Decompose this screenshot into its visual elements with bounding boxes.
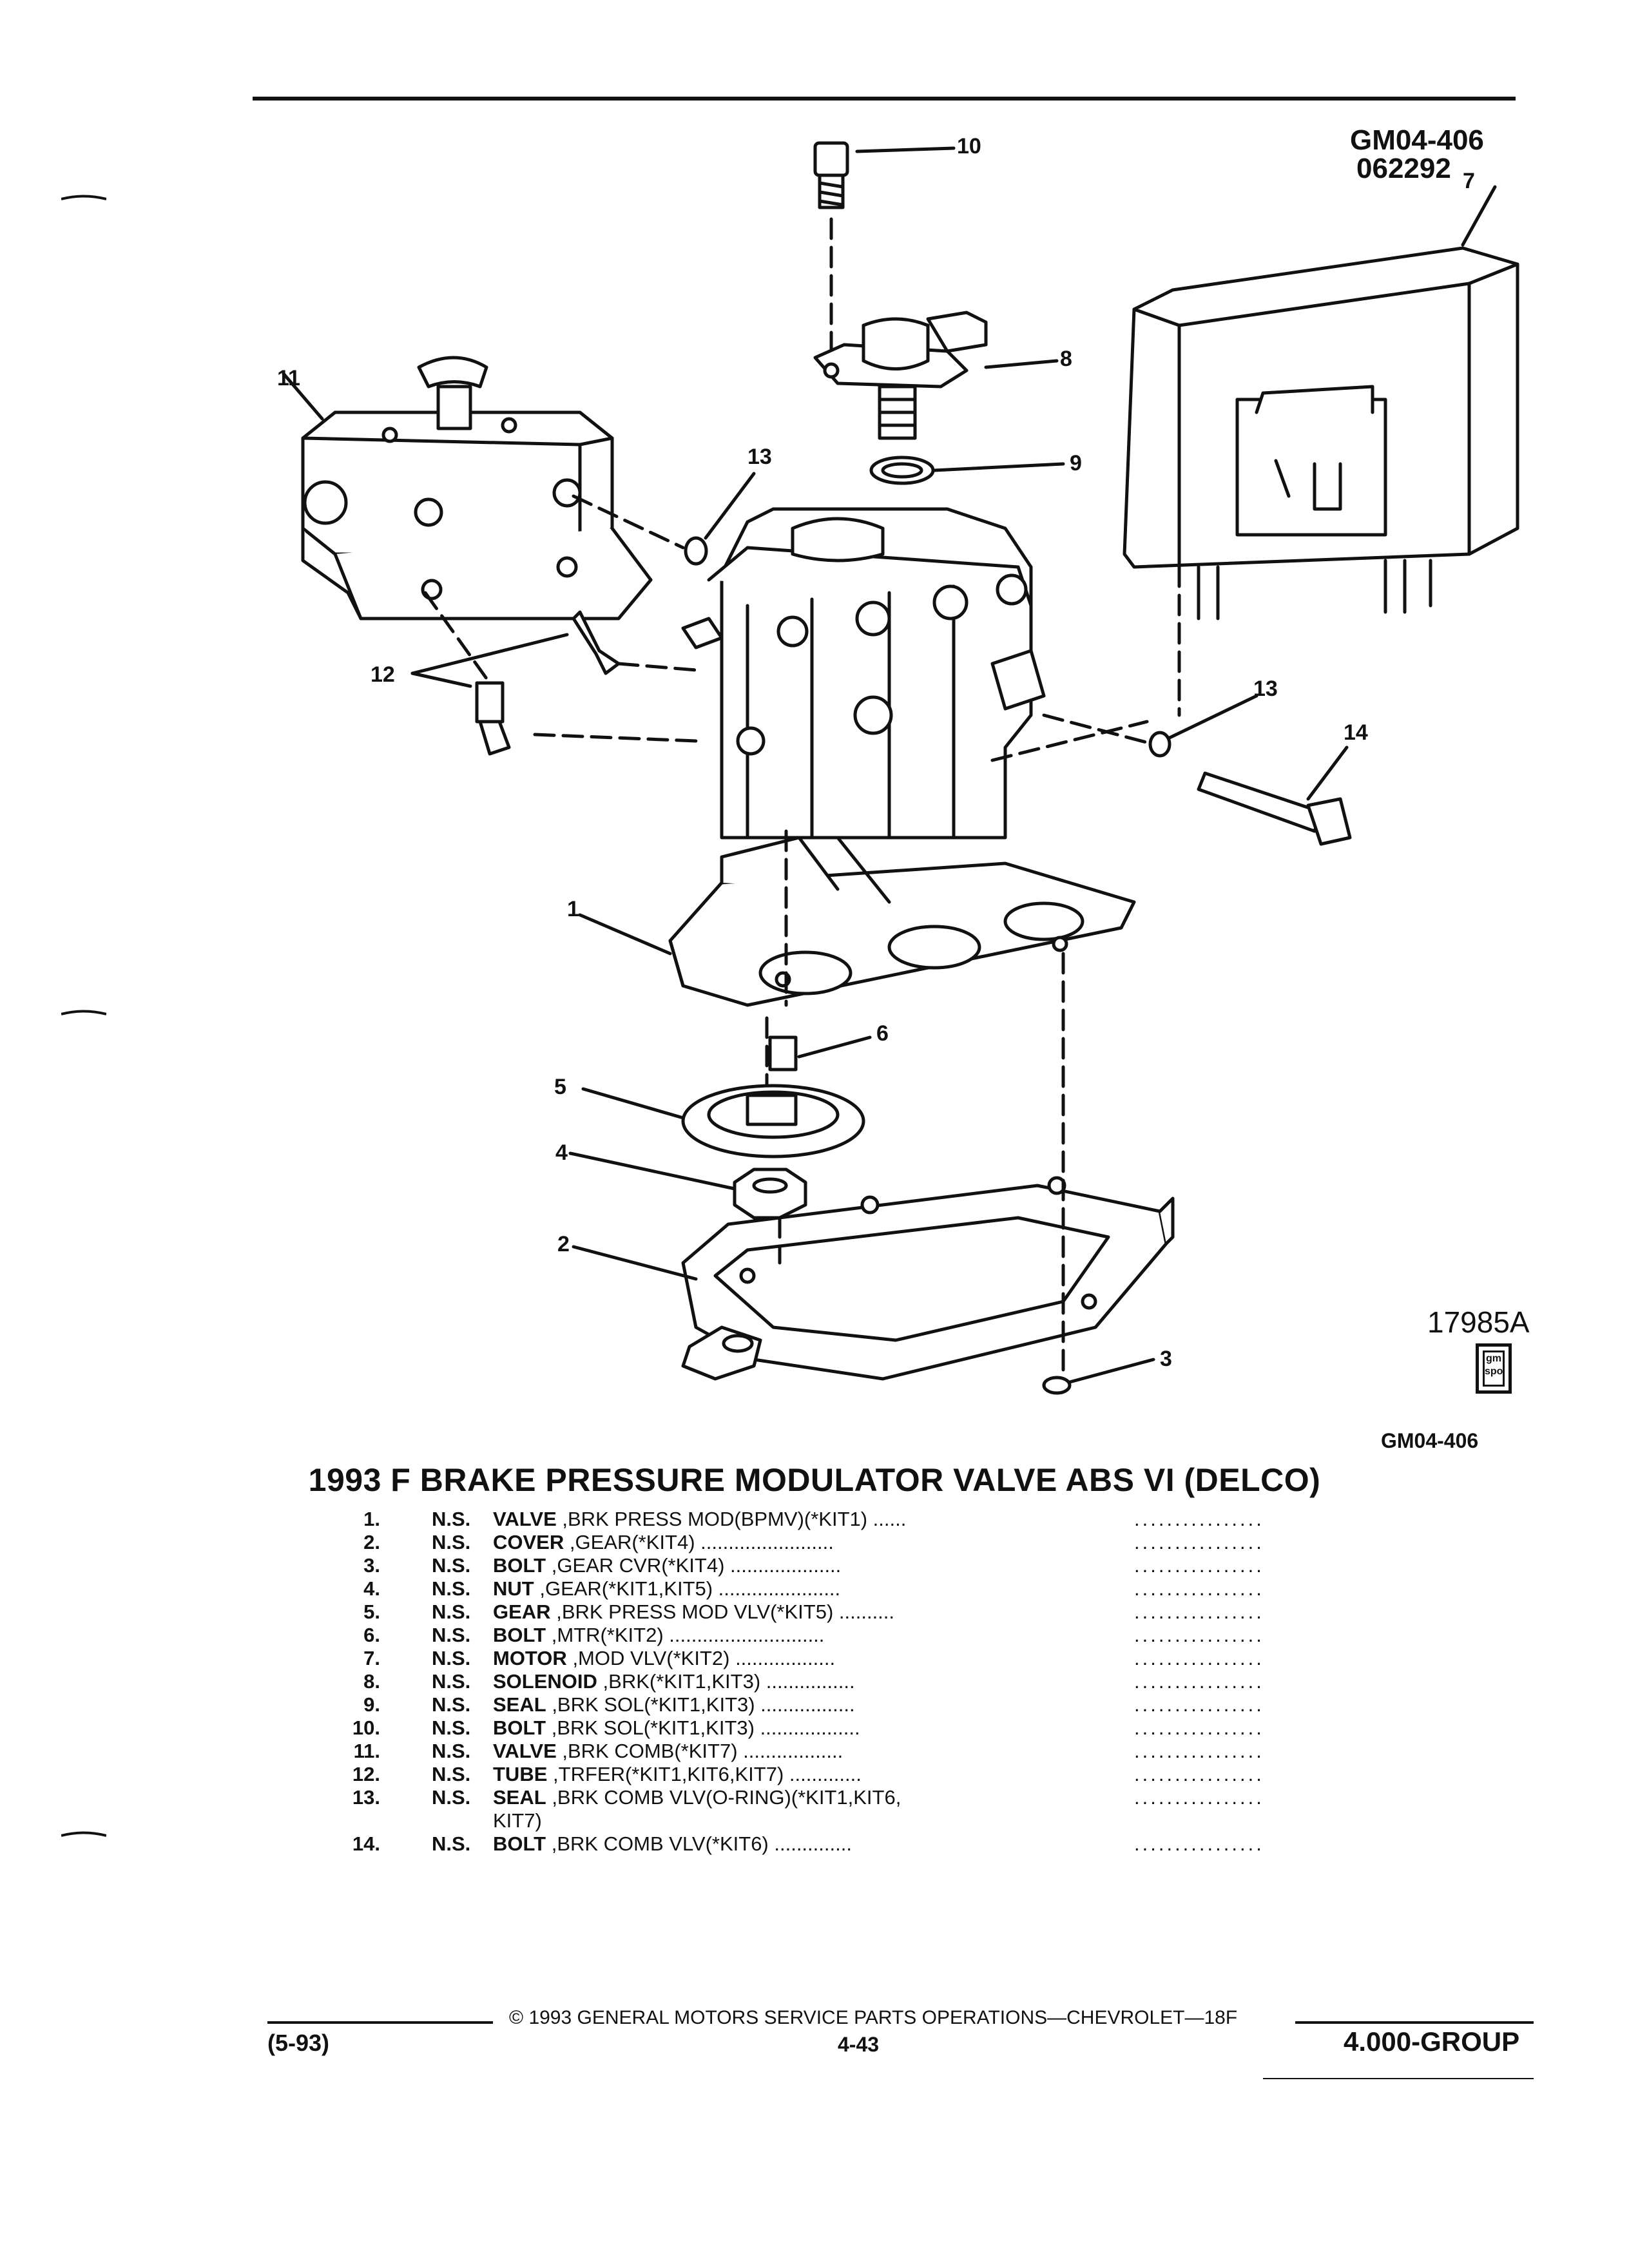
callout-11: 11	[277, 366, 300, 390]
callout-14: 14	[1344, 720, 1368, 745]
margin-mark	[61, 1830, 107, 1839]
exploded-parts-diagram	[282, 141, 1519, 1395]
figure-ref-number: 17985A	[1427, 1305, 1530, 1339]
callout-6: 6	[876, 1021, 889, 1046]
callout-10: 10	[957, 134, 981, 159]
header-date-code: 062292	[1356, 153, 1451, 184]
footer-group: 4.000-GROUP	[1344, 2026, 1520, 2057]
list-item: 9.N.S.SEAL ,BRK SOL(*KIT1,KIT3) ........…	[363, 1693, 1264, 1716]
gear-cover-2-drawing	[681, 1176, 1175, 1381]
callout-9: 9	[1070, 451, 1082, 476]
list-item: 8.N.S.SOLENOID ,BRK(*KIT1,KIT3) ........…	[363, 1670, 1264, 1693]
list-item: 11.N.S.VALVE ,BRK COMB(*KIT7) ..........…	[353, 1740, 1264, 1762]
callout-12: 12	[371, 662, 395, 687]
parts-list: 1.N.S.VALVE ,BRK PRESS MOD(BPMV)(*KIT1) …	[303, 1508, 1398, 1856]
bolt-3-drawing	[1042, 1376, 1072, 1395]
footer-rule-right	[1295, 2021, 1534, 2024]
bolt-14-drawing	[1197, 771, 1352, 846]
seal-9-drawing	[869, 456, 935, 485]
list-item: 2.N.S.COVER ,GEAR(*KIT4) ...............…	[363, 1531, 1264, 1553]
list-item: 13.N.S.SEAL ,BRK COMB VLV(O-RING)(*KIT1,…	[352, 1786, 1264, 1809]
callout-4: 4	[555, 1140, 568, 1165]
callout-7: 7	[1463, 169, 1475, 193]
margin-mark	[61, 1008, 107, 1017]
list-item: 6.N.S.BOLT ,MTR(*KIT2) .................…	[363, 1624, 1264, 1646]
solenoid-8-drawing	[813, 311, 988, 440]
list-item: 3.N.S.BOLT ,GEAR CVR(*KIT4) ............…	[363, 1554, 1264, 1577]
modulator-valve-1-drawing	[681, 507, 1046, 840]
nut-4-drawing	[733, 1168, 807, 1220]
combination-valve-11-drawing	[301, 356, 653, 620]
parts-list-title: 1993 F BRAKE PRESSURE MODULATOR VALVE AB…	[308, 1462, 1321, 1498]
footer-date: (5-93)	[267, 2030, 330, 2056]
bolt-6-drawing	[768, 1035, 798, 1072]
list-item: 4.N.S.NUT ,GEAR(*KIT1,KIT5) ............…	[363, 1577, 1264, 1600]
list-item: 7.N.S.MOTOR ,MOD VLV(*KIT2) ............…	[363, 1647, 1264, 1669]
list-item: 1.N.S.VALVE ,BRK PRESS MOD(BPMV)(*KIT1) …	[363, 1508, 1264, 1530]
footer-copyright: © 1993 GENERAL MOTORS SERVICE PARTS OPER…	[509, 2007, 1238, 2028]
callout-8: 8	[1060, 347, 1072, 371]
margin-mark	[61, 193, 107, 202]
figure-caption-code: GM04-406	[1381, 1429, 1479, 1452]
callout-13-left: 13	[747, 445, 772, 469]
callout-5: 5	[554, 1075, 566, 1099]
motor-7-drawing	[1123, 246, 1519, 620]
list-item: 10.N.S.BOLT ,BRK SOL(*KIT1,KIT3) .......…	[352, 1716, 1264, 1739]
seal-13-drawing	[684, 536, 708, 566]
footer-rule-left	[267, 2021, 493, 2024]
callout-13-right: 13	[1253, 677, 1278, 701]
tubes-12-drawing	[475, 610, 621, 756]
callout-1: 1	[567, 897, 579, 921]
callout-3: 3	[1160, 1347, 1172, 1371]
header-code: GM04-406	[1350, 124, 1484, 156]
list-item-continuation: KIT7)	[493, 1809, 542, 1832]
list-item: 14.N.S.BOLT ,BRK COMB VLV(*KIT6) .......…	[352, 1832, 1264, 1855]
bolt-10-drawing	[813, 141, 849, 209]
header-rule	[253, 97, 1516, 101]
mounting-plate-drawing	[668, 836, 1136, 1007]
footer-bottom-rule	[1263, 2078, 1534, 2079]
list-item: 5.N.S.GEAR ,BRK PRESS MOD VLV(*KIT5) ...…	[363, 1600, 1264, 1623]
callout-2: 2	[557, 1232, 570, 1256]
gear-5-drawing	[681, 1084, 865, 1158]
footer-page-number: 4-43	[838, 2033, 880, 2056]
list-item: 12.N.S.TUBE ,TRFER(*KIT1,KIT6,KIT7) ....…	[352, 1763, 1264, 1785]
seal-13-right-drawing	[1148, 731, 1171, 758]
